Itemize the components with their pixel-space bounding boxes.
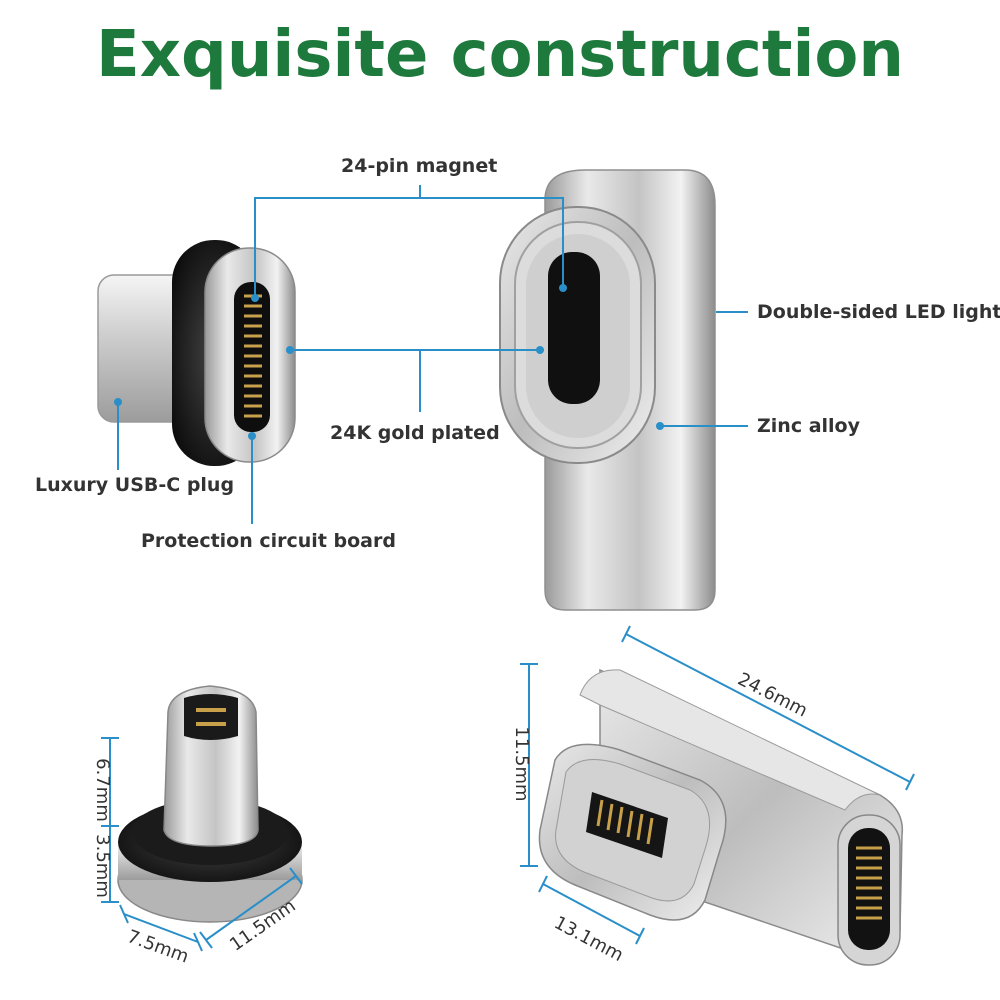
label-24-pin-magnet: 24-pin magnet [341, 155, 498, 177]
plug-perspective-view [117, 685, 303, 923]
page-title: Exquisite construction [96, 18, 904, 92]
adapter-front-view [499, 169, 716, 611]
dim-adapter-height: 11.5mm [511, 726, 532, 801]
magnetic-plug-side-view [97, 240, 296, 466]
dim-adapter-width: 13.1mm [550, 912, 626, 966]
label-24k-gold-plated: 24K gold plated [330, 422, 500, 444]
dim-plug-height-lower: 3.5mm [92, 834, 113, 898]
label-luxury-usb-c-plug: Luxury USB-C plug [35, 474, 235, 496]
label-double-sided-led: Double-sided LED light [757, 301, 1000, 323]
dim-plug-width: 7.5mm [124, 926, 191, 968]
dimension-lines [101, 625, 915, 952]
label-protection-circuit-board: Protection circuit board [141, 530, 396, 552]
adapter-perspective-view [538, 668, 904, 966]
leader-lines [117, 185, 748, 524]
dim-adapter-length: 24.6mm [734, 669, 810, 722]
label-zinc-alloy: Zinc alloy [757, 415, 860, 437]
dim-plug-height-upper: 6.7mm [92, 758, 113, 822]
